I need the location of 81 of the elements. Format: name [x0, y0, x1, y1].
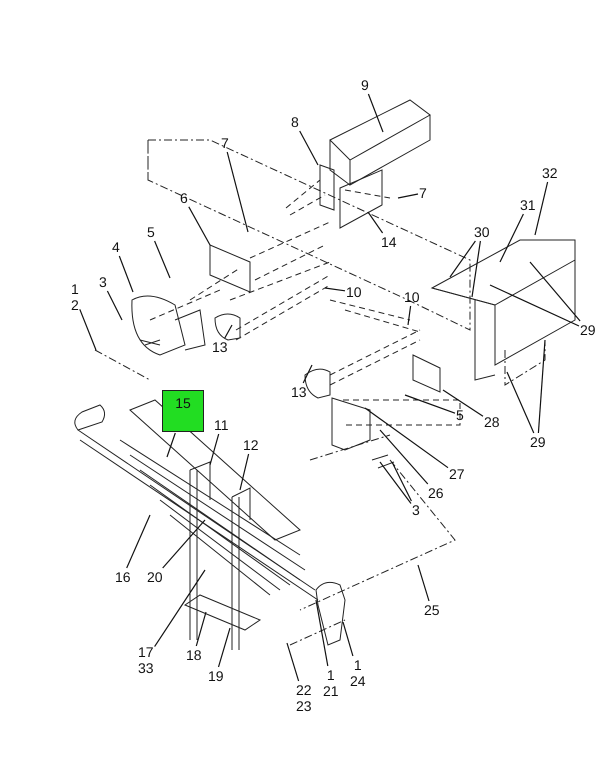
- leader-line: [196, 612, 207, 646]
- callout-number: 32: [542, 165, 558, 181]
- leader-line: [188, 206, 211, 246]
- leader-line: [324, 287, 346, 292]
- leader-line: [239, 454, 250, 490]
- leader-line: [506, 372, 534, 434]
- leader-line: [380, 462, 412, 504]
- leader-line: [224, 324, 233, 338]
- leader-line: [79, 309, 97, 350]
- leader-line: [450, 240, 476, 278]
- callout-number: 4: [112, 239, 120, 255]
- leader-line: [368, 94, 384, 132]
- callout-number: 16: [115, 569, 131, 585]
- callout-number: 8: [291, 114, 299, 130]
- leader-line: [398, 193, 418, 199]
- callout-number: 6: [180, 190, 188, 206]
- leader-line: [315, 600, 328, 666]
- callout-number: 5: [147, 224, 155, 240]
- callout-number: 18: [186, 647, 202, 663]
- leader-line: [442, 390, 484, 417]
- leader-line: [530, 262, 581, 322]
- callout-number: 1: [352, 657, 363, 673]
- leader-line: [106, 290, 123, 320]
- leader-line: [166, 432, 176, 458]
- callout-number: 33: [138, 660, 154, 676]
- callout-number: 5: [456, 407, 464, 423]
- callout-number: 11: [214, 417, 229, 433]
- leader-line: [286, 642, 300, 682]
- leader-line: [154, 570, 206, 647]
- leader-line: [218, 628, 231, 668]
- leader-line: [404, 394, 456, 414]
- callout-number: 28: [484, 414, 500, 430]
- callout-number: 30: [474, 224, 490, 240]
- callout-number: 20: [147, 569, 163, 585]
- callout-number: 14: [381, 234, 397, 250]
- leader-line: [299, 130, 319, 166]
- leader-line: [499, 214, 524, 262]
- leader-line: [126, 514, 151, 568]
- leader-line: [368, 212, 384, 234]
- leader-line: [209, 434, 220, 466]
- callout-number: 31: [520, 197, 536, 213]
- leader-line: [391, 462, 412, 502]
- leader-line: [538, 340, 546, 434]
- callout-number: 1: [326, 667, 336, 683]
- callout-number: 21: [323, 683, 339, 699]
- leader-line: [226, 152, 249, 232]
- callout-number: 1: [71, 281, 79, 297]
- leader-line: [534, 182, 548, 236]
- callout-number: 19: [208, 668, 224, 684]
- callout-number: 10: [404, 289, 420, 305]
- leader-line: [417, 564, 430, 602]
- callout-number: 17: [138, 644, 154, 660]
- callout-number: 22: [296, 682, 312, 698]
- callout-number: 2: [71, 297, 79, 313]
- leader-line: [342, 622, 354, 656]
- leader-line: [162, 520, 206, 568]
- callout-number: 24: [350, 673, 366, 689]
- leader-line: [302, 364, 313, 384]
- leader-line: [471, 240, 481, 298]
- leader-line: [407, 306, 412, 326]
- callout-number: 9: [361, 77, 369, 93]
- leader-line: [118, 256, 134, 292]
- callout-number: 29: [530, 434, 546, 450]
- callout-number: 13: [212, 339, 228, 355]
- callout-number: 3: [412, 502, 420, 518]
- callout-number: 23: [296, 698, 312, 714]
- leader-line: [490, 284, 580, 327]
- callout-number: 13: [291, 384, 307, 400]
- callout-number: 26: [428, 485, 444, 501]
- callout-number: 3: [99, 274, 107, 290]
- leader-line: [364, 408, 448, 468]
- leader-line: [380, 430, 428, 484]
- callout-number: 12: [243, 437, 259, 453]
- callout-number: 29: [580, 322, 596, 338]
- callout-number: 7: [419, 185, 427, 201]
- highlighted-callout-number: 15: [162, 390, 204, 432]
- leader-line: [154, 240, 171, 278]
- callout-number: 10: [346, 284, 362, 300]
- callout-number: 27: [449, 466, 465, 482]
- callout-number: 25: [424, 602, 440, 618]
- callout-number: 7: [221, 135, 229, 151]
